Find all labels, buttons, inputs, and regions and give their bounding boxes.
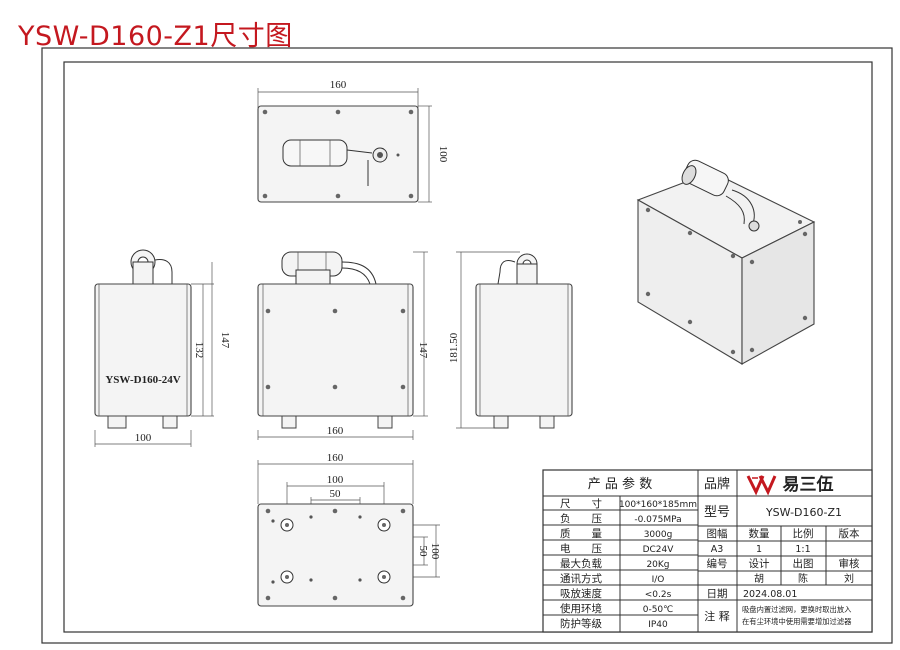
- bottom-width-160-dim: 160: [327, 452, 344, 464]
- svg-text:电 压: 电 压: [560, 542, 602, 555]
- svg-text:审核: 审核: [839, 557, 860, 570]
- front-view: 147 160: [257, 251, 429, 440]
- bottom-width-100-dim: 100: [327, 474, 344, 486]
- svg-text:20Kg: 20Kg: [646, 560, 669, 570]
- svg-text:数量: 数量: [749, 527, 770, 540]
- svg-text:陈: 陈: [798, 572, 808, 585]
- inner-frame: [63, 61, 873, 633]
- svg-text:尺 寸: 尺 寸: [560, 497, 602, 510]
- svg-text:100*160*185mm: 100*160*185mm: [619, 500, 697, 510]
- bottom-view: 160 100 50 50 100: [257, 452, 441, 607]
- top-height-dim: 100: [437, 146, 449, 163]
- svg-text:使用环境: 使用环境: [560, 602, 602, 615]
- side-height-132-dim: 132: [193, 342, 205, 359]
- svg-text:负 压: 负 压: [560, 512, 602, 525]
- svg-text:3000g: 3000g: [644, 530, 673, 540]
- brand-label: 品牌: [704, 476, 730, 492]
- svg-text:I/O: I/O: [652, 575, 665, 585]
- spec-header: 产 品 参 数: [588, 476, 652, 492]
- svg-text:<0.2s: <0.2s: [645, 590, 672, 600]
- svg-text:质 量: 质 量: [560, 528, 602, 540]
- side-model-label: YSW-D160-24V: [105, 374, 180, 386]
- svg-text:编号: 编号: [707, 557, 728, 570]
- isometric-view: [636, 159, 816, 365]
- note-line-2: 在有尘环境中使用需要增加过滤器: [742, 617, 852, 626]
- svg-text:图幅: 图幅: [707, 527, 728, 540]
- front-width-dim: 160: [327, 425, 344, 437]
- front-height-dim: 147: [417, 342, 429, 359]
- page-title: YSW-D160-Z1尺寸图: [18, 21, 293, 52]
- note-line-1: 吸盘内置过滤网，更换时取出放入: [742, 605, 852, 614]
- svg-text:-0.075MPa: -0.075MPa: [634, 515, 681, 525]
- svg-text:1: 1: [756, 544, 762, 555]
- left-side-view: YSW-D160-24V 132 147 100: [94, 249, 231, 447]
- svg-text:刘: 刘: [844, 573, 854, 585]
- svg-text:吸放速度: 吸放速度: [560, 587, 602, 600]
- svg-text:1:1: 1:1: [795, 544, 810, 555]
- top-width-dim: 160: [330, 79, 347, 91]
- svg-text:防护等级: 防护等级: [560, 617, 602, 630]
- outer-frame: [41, 47, 893, 644]
- date-value: 2024.08.01: [743, 589, 797, 600]
- right-side-view: 181.50: [448, 251, 573, 429]
- side-height-147-dim: 147: [219, 332, 231, 349]
- bottom-width-50-dim: 50: [330, 488, 342, 500]
- title-block: 产 品 参 数 尺 寸 100*160*185mm 负 压 -0.075MPa …: [542, 469, 873, 633]
- svg-text:最大负载: 最大负载: [560, 557, 602, 570]
- svg-text:A3: A3: [711, 544, 724, 555]
- svg-text:设计: 设计: [749, 557, 770, 570]
- note-label: 注 释: [704, 609, 730, 623]
- svg-text:胡: 胡: [754, 572, 764, 585]
- svg-text:出图: 出图: [793, 557, 814, 570]
- svg-text:IP40: IP40: [648, 620, 668, 630]
- svg-text:0-50℃: 0-50℃: [643, 605, 674, 615]
- right-height-dim: 181.50: [448, 332, 460, 363]
- side-width-dim: 100: [135, 432, 152, 444]
- top-view: 160 100: [257, 79, 449, 203]
- date-label: 日期: [707, 588, 728, 600]
- svg-text:通讯方式: 通讯方式: [560, 572, 602, 585]
- svg-text:比例: 比例: [793, 527, 814, 540]
- svg-text:版本: 版本: [839, 527, 860, 540]
- model-value: YSW-D160-Z1: [765, 506, 842, 519]
- brand-logo: [746, 475, 777, 496]
- bottom-height-100-dim: 100: [429, 543, 441, 560]
- brand-name: 易三伍: [783, 474, 834, 495]
- svg-text:DC24V: DC24V: [643, 545, 675, 555]
- bottom-height-50-dim: 50: [417, 546, 429, 558]
- model-label: 型号: [704, 505, 730, 520]
